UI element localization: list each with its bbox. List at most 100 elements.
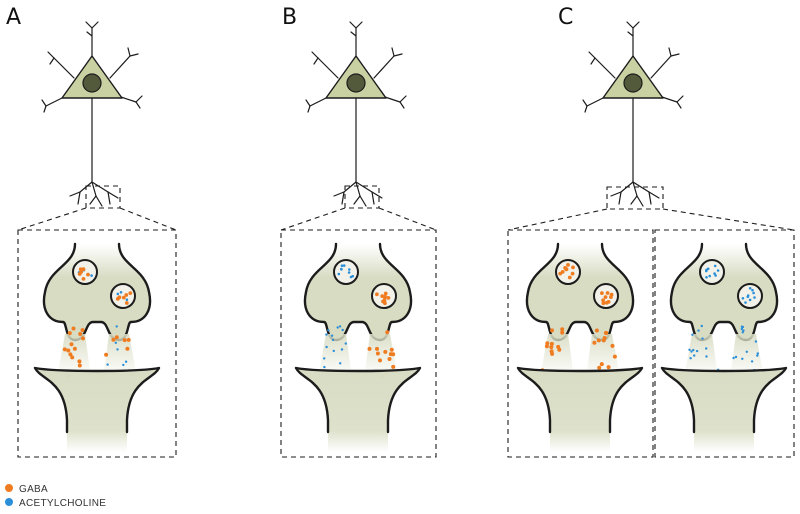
neurotransmitter-dot	[705, 355, 708, 358]
neurotransmitter-dot	[560, 330, 565, 335]
neuron-terminal-branch	[355, 181, 373, 193]
neurotransmitter-dot	[752, 291, 755, 295]
neuron-dendrite	[349, 21, 357, 29]
neurotransmitter-dot	[744, 301, 747, 304]
neurotransmitter-dot	[340, 264, 344, 268]
neurotransmitter-dot	[375, 351, 380, 356]
neurotransmitter-dot	[116, 292, 120, 296]
neurotransmitter-dot	[62, 347, 67, 352]
neurotransmitter-dot	[114, 335, 119, 340]
neurotransmitter-dot	[745, 350, 748, 353]
neurotransmitter-dot	[80, 328, 85, 333]
release-plume-left	[540, 334, 574, 378]
presynaptic-membrane	[669, 242, 779, 342]
zoom-connector-line	[17, 207, 87, 231]
neuron-dendrite	[86, 31, 93, 37]
neurotransmitter-dot	[124, 301, 129, 305]
neuron-nucleus	[623, 73, 643, 93]
neurotransmitter-dot	[122, 338, 127, 343]
neurotransmitter-dot	[70, 355, 75, 360]
neuron-dendrite	[676, 95, 684, 103]
neuron-terminal-branch	[91, 181, 109, 193]
neuron-dendrite	[49, 57, 55, 65]
neuron-b	[305, 21, 407, 207]
neurotransmitter-dot	[705, 269, 708, 273]
panel-letter-c: C	[558, 5, 573, 30]
neuron-nucleus	[82, 73, 102, 93]
panel-letter-a: A	[6, 5, 21, 30]
zoom-source-box-b	[344, 185, 380, 209]
neurotransmitter-dot	[344, 342, 347, 345]
neurotransmitter-dot	[121, 295, 126, 300]
neurotransmitter-dot	[340, 348, 344, 351]
neurotransmitter-dot	[77, 359, 82, 364]
neuron-dendrite	[317, 57, 339, 79]
neuron-terminal-branch	[648, 191, 652, 205]
neurotransmitter-dot	[603, 330, 608, 335]
neurotransmitter-dot	[72, 346, 77, 351]
neurotransmitter-dot	[348, 268, 351, 271]
neuron-terminal-branch	[371, 191, 375, 205]
neurotransmitter-dot	[756, 354, 759, 357]
neuron-dendrite	[626, 21, 634, 29]
neuron-terminal-branch	[610, 191, 622, 197]
neuron-dendrite	[135, 95, 143, 103]
neuron-dendrite	[393, 53, 403, 57]
neurotransmitter-dot	[603, 295, 608, 299]
neuron-terminal-branch	[77, 191, 81, 205]
neuron-terminal-branch	[89, 195, 97, 205]
neurotransmitter-dot	[600, 291, 604, 295]
neuron-terminal-branch	[632, 181, 638, 197]
presynaptic-terminal	[526, 244, 634, 340]
synapse	[294, 242, 422, 452]
neurotransmitter-dot	[713, 272, 716, 275]
neurotransmitter-dot	[124, 293, 129, 297]
neurotransmitter-dot	[386, 296, 391, 300]
neuron-dendrite	[399, 101, 405, 109]
neurotransmitter-dot	[81, 336, 85, 341]
neurotransmitter-dot	[610, 343, 615, 348]
neurotransmitter-dot	[387, 357, 392, 361]
neuron-dendrite	[109, 55, 131, 79]
neuron-c	[582, 21, 684, 207]
zoom-detail-box	[507, 229, 654, 458]
legend-swatch-acetylcholine	[5, 498, 13, 506]
neurotransmitter-dot	[740, 325, 744, 328]
neuron-terminal-branch	[69, 191, 81, 197]
presynaptic-membrane	[42, 242, 152, 342]
neuron-dendrite	[676, 101, 682, 109]
neurotransmitter-dot	[604, 300, 609, 305]
neuron-dendrite	[53, 57, 75, 79]
zoom-detail-box	[17, 229, 177, 458]
neurotransmitter-dot	[596, 338, 601, 343]
synapse	[33, 242, 161, 452]
neurotransmitter-dot	[383, 349, 388, 354]
neurotransmitter-dot	[323, 357, 326, 360]
legend-label-gaba: GABA	[19, 484, 48, 495]
neurotransmitter-dot	[128, 291, 133, 295]
neurotransmitter-dot	[67, 331, 72, 336]
synaptic-vesicle	[737, 283, 763, 309]
neurotransmitter-dot	[385, 330, 390, 335]
postsynaptic-membrane	[660, 366, 788, 434]
neurotransmitter-dot	[748, 287, 752, 290]
neurotransmitter-dot	[716, 269, 720, 272]
release-plume-right	[364, 334, 398, 378]
neurotransmitter-dot	[122, 363, 125, 367]
neuron-dendrite	[47, 51, 55, 59]
neurotransmitter-dot	[688, 348, 691, 351]
neurotransmitter-dot	[732, 356, 735, 360]
neuron-dendrite	[391, 47, 395, 57]
neurotransmitter-dot	[323, 365, 326, 369]
zoom-connector-line	[662, 208, 795, 231]
postsynaptic-dendrite	[662, 368, 786, 452]
neurotransmitter-dot	[71, 326, 76, 331]
neuron-dendrite	[313, 57, 319, 65]
neurotransmitter-dot	[367, 346, 372, 351]
neurotransmitter-dot	[104, 352, 109, 357]
neurotransmitter-dot	[751, 288, 754, 292]
neuron-dendrite	[627, 31, 634, 37]
neurotransmitter-dot	[701, 337, 704, 340]
neuron-dendrite	[632, 21, 640, 29]
